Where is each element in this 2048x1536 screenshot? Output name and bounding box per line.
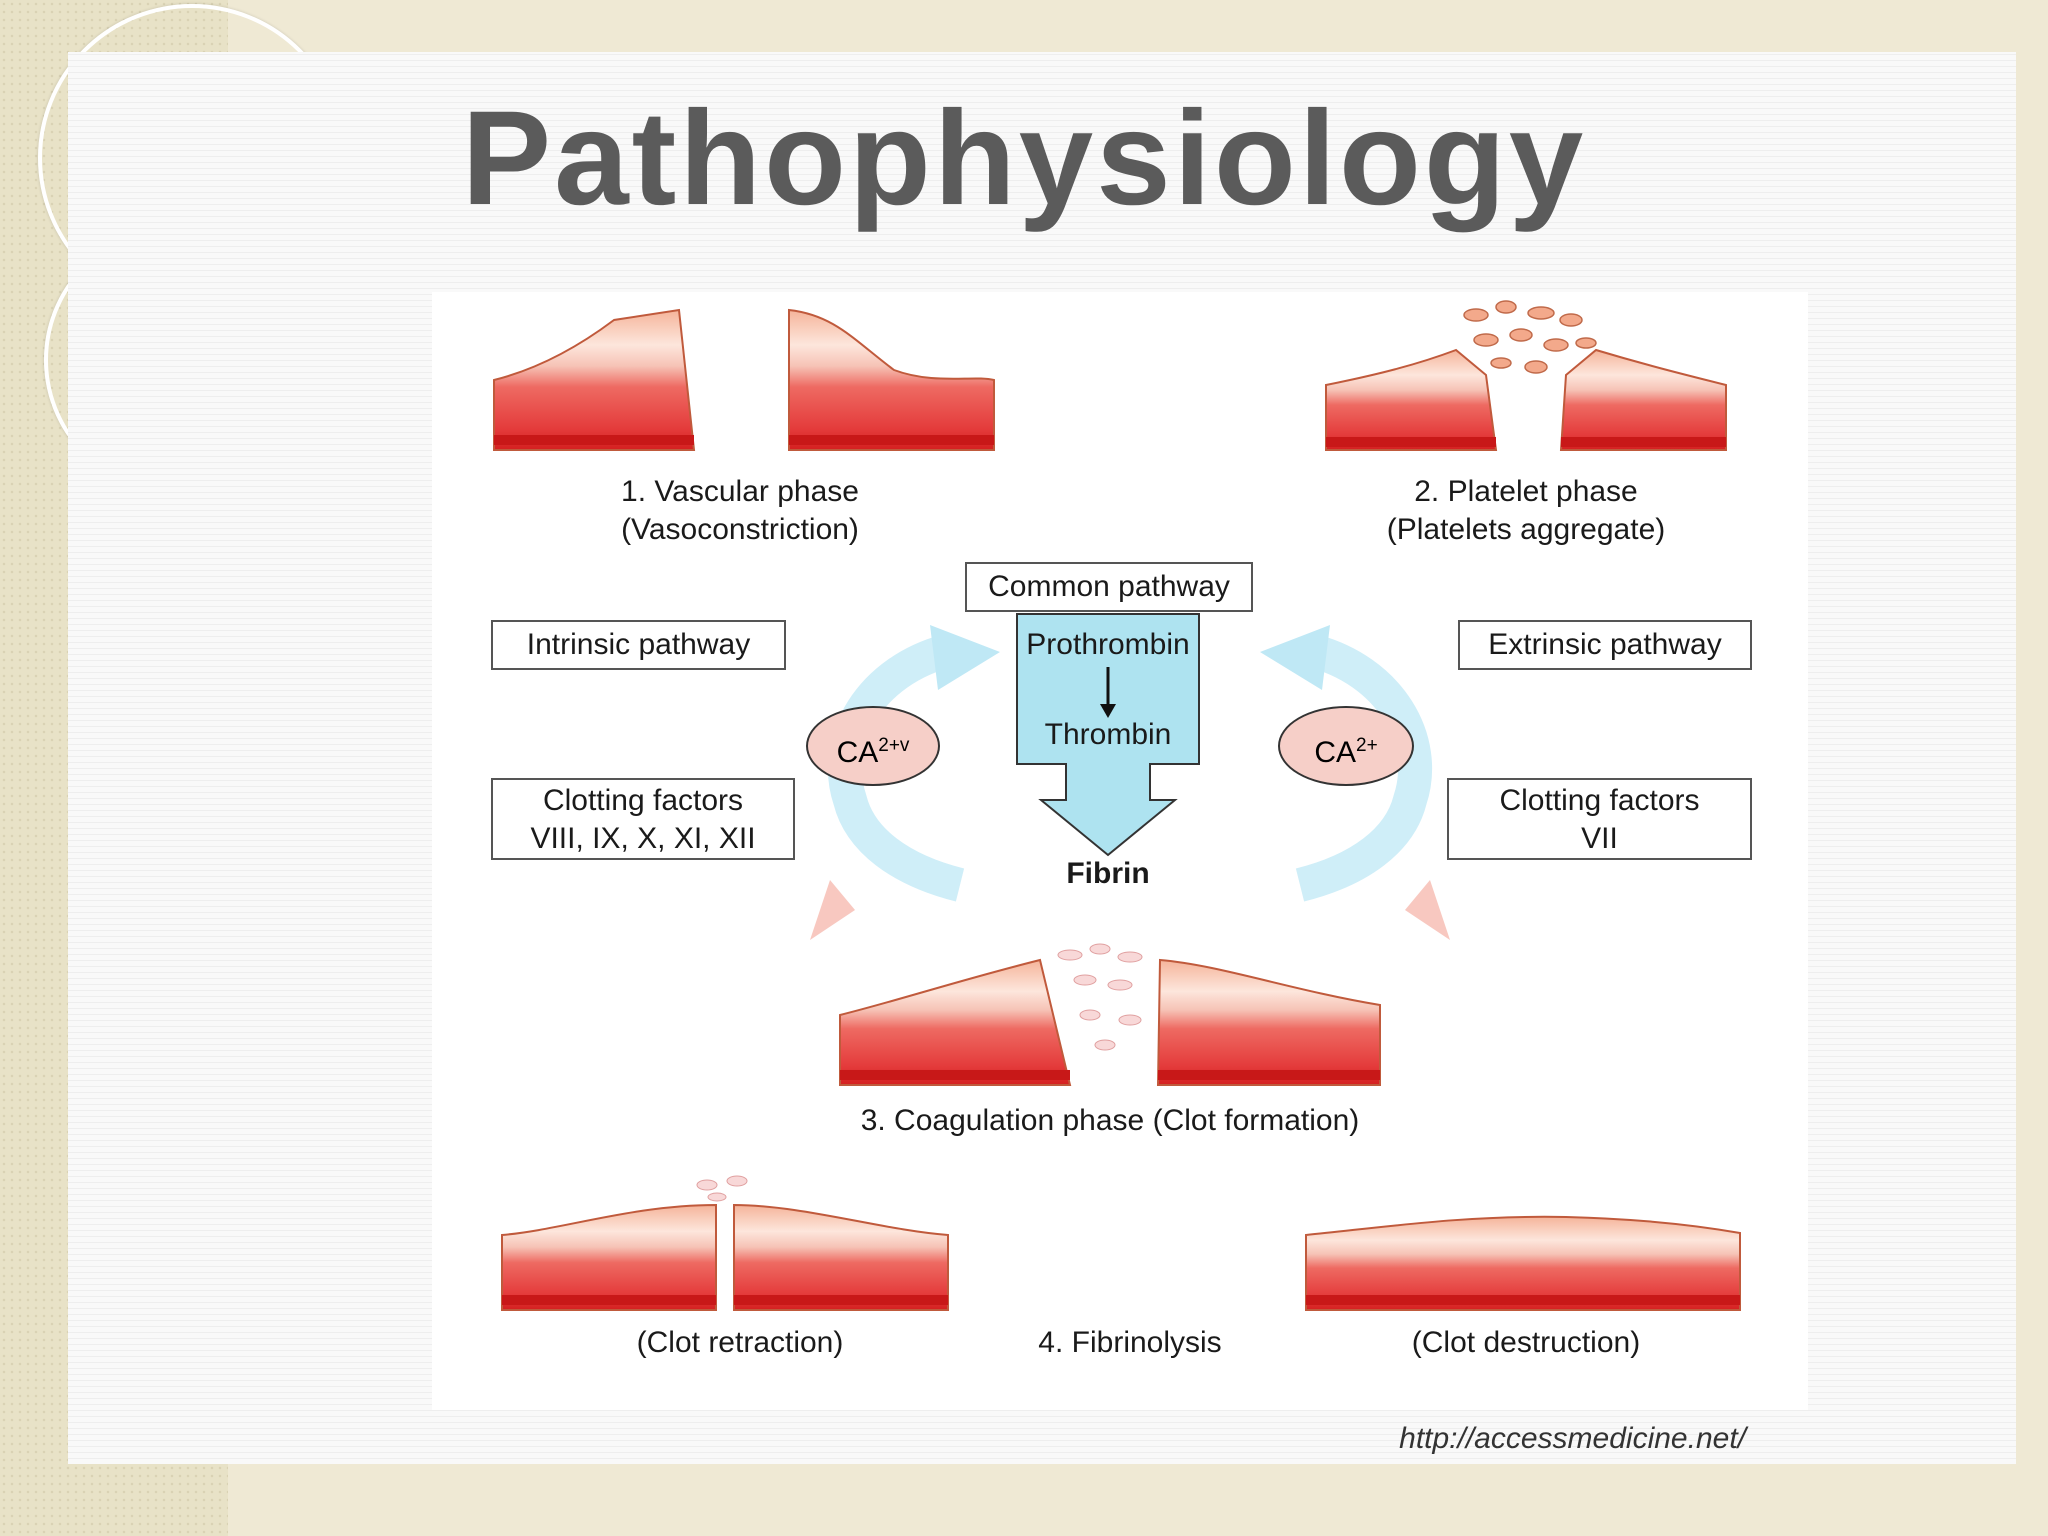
platelet-phase-title: 2. Platelet phase: [1414, 475, 1638, 508]
prothrombin-label: Prothrombin: [1026, 628, 1190, 661]
extrinsic-cycle-arrow: [1260, 625, 1450, 940]
intrinsic-cycle-arrow: [810, 625, 1000, 940]
intrinsic-pathway-box: Intrinsic pathway: [491, 620, 786, 670]
intrinsic-factors-line1: Clotting factors: [542, 784, 744, 817]
calcium-right-charge: 2+: [1356, 735, 1378, 756]
calcium-left-charge: 2+v: [878, 735, 910, 756]
clot-retraction-illustration: [501, 1175, 949, 1311]
calcium-ion-left: CA2+v: [806, 706, 940, 786]
vascular-phase-subtitle: (Vasoconstriction): [621, 513, 859, 546]
clot-destruction-illustration: [1305, 1215, 1741, 1311]
fibrinolysis-label: 4. Fibrinolysis: [1038, 1326, 1222, 1359]
platelet-phase-illustration: [1325, 300, 1727, 451]
common-pathway-arrow: [1016, 613, 1200, 857]
clot-retraction-label: (Clot retraction): [636, 1326, 844, 1359]
source-url: http://accessmedicine.net/: [1399, 1422, 1746, 1455]
intrinsic-factors-line2: VIII, IX, X, XI, XII: [530, 822, 756, 855]
calcium-left-base: CA: [836, 736, 879, 769]
thrombin-label: Thrombin: [1044, 718, 1172, 751]
platelet-phase-label: 2. Platelet phase (Platelets aggregate): [1336, 473, 1716, 549]
extrinsic-clotting-factors-box: Clotting factors VII: [1447, 778, 1752, 860]
calcium-ion-right: CA2+: [1278, 706, 1414, 786]
fibrin-label: Fibrin: [1066, 857, 1150, 890]
coagulation-phase-label: 3. Coagulation phase (Clot formation): [860, 1104, 1360, 1137]
vascular-phase-label: 1. Vascular phase (Vasoconstriction): [540, 473, 940, 549]
extrinsic-factors-line1: Clotting factors: [1499, 784, 1700, 817]
coagulation-phase-illustration: [839, 943, 1381, 1086]
vascular-phase-title: 1. Vascular phase: [621, 475, 859, 508]
intrinsic-clotting-factors-box: Clotting factors VIII, IX, X, XI, XII: [491, 778, 795, 860]
extrinsic-factors-line2: VII: [1581, 822, 1618, 855]
vascular-phase-illustration: [493, 308, 995, 451]
common-pathway-box: Common pathway: [965, 562, 1253, 612]
extrinsic-pathway-box: Extrinsic pathway: [1458, 620, 1752, 670]
platelet-phase-subtitle: (Platelets aggregate): [1386, 513, 1666, 546]
clot-destruction-label: (Clot destruction): [1411, 1326, 1641, 1359]
calcium-right-base: CA: [1314, 736, 1356, 769]
slide-title: Pathophysiology: [461, 84, 1587, 233]
